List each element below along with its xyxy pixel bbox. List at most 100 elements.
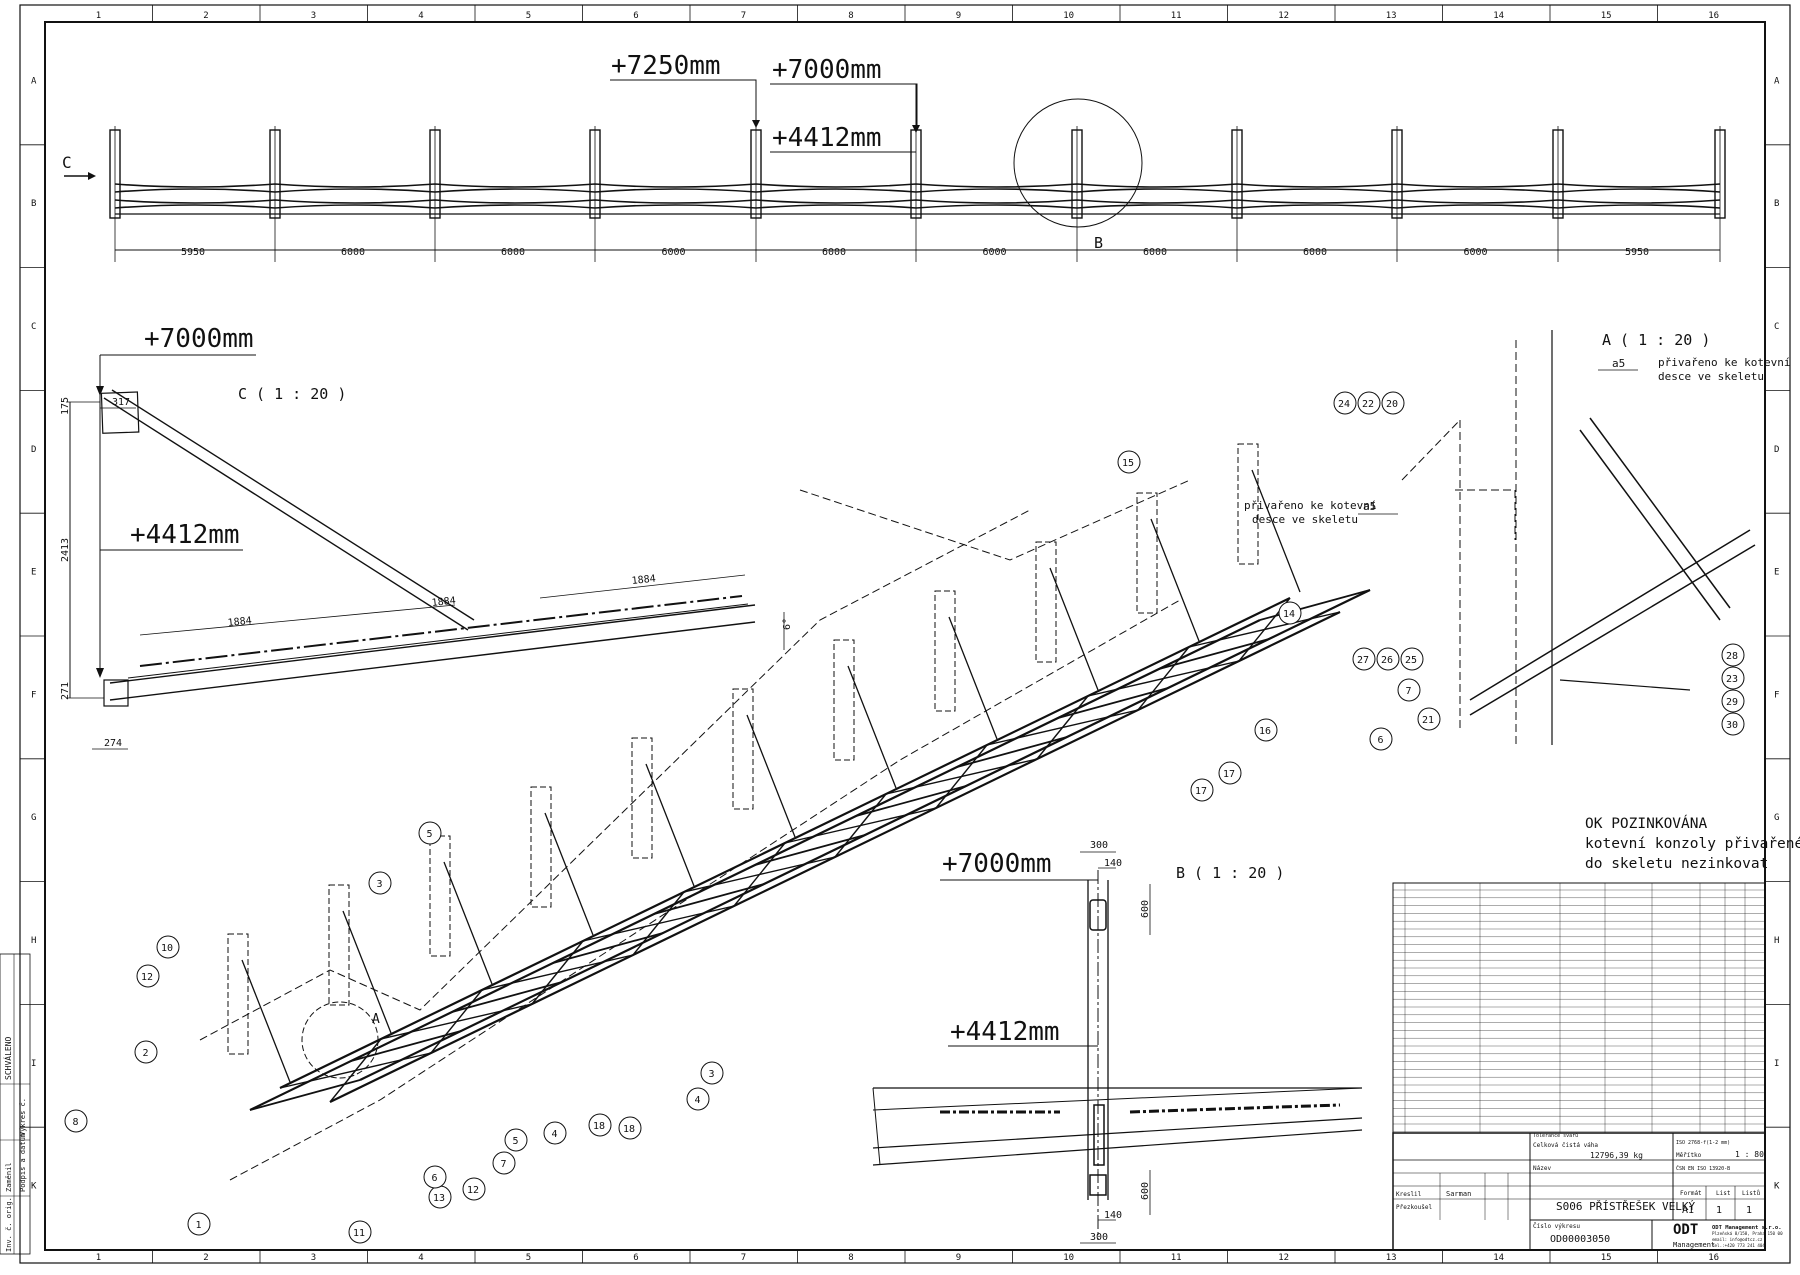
drawing-format: A1 [1682,1205,1694,1216]
part-balloon: 6 [1378,735,1384,746]
weld-note-1-line2: desce ve skeletu [1658,370,1764,383]
part-balloon: 2 [143,1048,149,1059]
part-balloon: 25 [1405,655,1417,666]
part-balloon: 16 [1259,726,1271,737]
grid-row-left: K [31,1182,37,1192]
dim-1884-a: 1884 [227,616,252,629]
detail-c-elevation-top: +7000mm [144,324,254,354]
part-balloon: 21 [1422,715,1434,726]
part-balloon: 27 [1357,655,1369,666]
part-balloon: 11 [353,1228,365,1239]
grid-row-left: H [31,936,36,946]
side-label-drawing-no: Výkres č. [19,1098,27,1136]
part-balloon: 20 [1386,399,1398,410]
part-balloon: 13 [433,1193,445,1204]
part-balloon: 3 [377,879,383,890]
grid-row-right: D [1774,445,1779,455]
grid-col-top: 12 [1278,11,1289,21]
part-balloon: 7 [1406,686,1412,697]
galvanizing-note: OK POZINKOVÁNA kotevní konzoly přivařené… [1585,814,1800,874]
detail-label-a: A [372,1012,380,1027]
company-logo-sub: Management [1673,1241,1715,1249]
company-email: email: info@odtcz.cz [1712,1237,1763,1242]
grid-col-bottom: 7 [741,1253,746,1263]
part-balloon: 5 [427,829,433,840]
part-balloon: 7 [501,1159,507,1170]
grid-col-bottom: 13 [1386,1253,1397,1263]
part-balloon: 22 [1362,399,1374,410]
grid-col-bottom: 5 [526,1253,531,1263]
part-balloon: 30 [1726,720,1738,731]
grid-row-left: A [31,76,37,86]
label-mass: Celková čistá váha [1533,1142,1598,1149]
grid-col-top: 6 [633,11,638,21]
span-dimension: 5950 [1625,247,1649,258]
grid-col-bottom: 12 [1278,1253,1289,1263]
detail-c-title: C ( 1 : 20 ) [238,385,346,403]
grid-col-top: 5 [526,11,531,21]
grid-row-left: E [31,568,36,578]
grid-col-bottom: 1 [96,1253,101,1263]
grid-col-top: 11 [1171,11,1182,21]
drawing-name: S006 PŘÍSTŘEŠEK VELKÝ [1556,1200,1695,1213]
span-dimension: 6000 [341,247,365,258]
grid-col-bottom: 2 [203,1253,208,1263]
grid-col-top: 15 [1601,11,1612,21]
side-stamp: SCHVÁLENO Výkres č. Podpis a datum Zaměn… [0,953,31,1255]
grid-row-left: B [31,199,36,209]
weld-note-2-line2: desce ve skeletu [1252,513,1358,526]
grid-col-top: 7 [741,11,746,21]
part-balloon: 5 [513,1136,519,1147]
elevation-4412: +4412mm [772,123,882,153]
view-marker-c: C [62,153,72,172]
span-dimension: 5950 [181,247,205,258]
drawing-scale: 1 : 80 [1735,1150,1764,1159]
grid-col-top: 8 [848,11,853,21]
label-checked: Přezkoušel [1396,1204,1433,1211]
grid-col-bottom: 8 [848,1253,853,1263]
span-dimension: 6000 [1303,247,1327,258]
grid-row-right: H [1774,936,1779,946]
detail-b-elevation-bottom: +4412mm [950,1017,1060,1047]
grid-col-top: 16 [1708,11,1719,21]
grid-row-left: C [31,322,36,332]
grid-row-right: K [1774,1182,1780,1192]
part-balloon: 1 [196,1220,202,1231]
part-balloon: 8 [73,1117,79,1128]
grid-col-bottom: 6 [633,1253,638,1263]
part-balloon: 15 [1122,458,1134,469]
sheet-number: 1 [1716,1205,1722,1216]
grid-col-top: 3 [311,11,316,21]
grid-col-bottom: 10 [1063,1253,1074,1263]
part-balloon: 14 [1283,609,1295,620]
company-phone: tel.:+420 773 241 404 [1712,1243,1765,1248]
section-circle-b [1013,98,1143,228]
label-sheet: List [1716,1190,1731,1197]
detail-a-view: A ( 1 : 20 ) a5 přivařeno ke kotevní des… [1244,330,1790,751]
detail-b-view: B ( 1 : 20 ) +7000mm +4412mm 300 140 600… [872,840,1363,1244]
company-logo: ODT [1673,1222,1698,1238]
grid-col-bottom: 3 [311,1253,316,1263]
outer-frame [19,4,1791,1264]
dim-600-b: 600 [1140,1182,1151,1200]
dim-2413: 2413 [60,538,71,562]
label-number: Číslo výkresu [1533,1223,1580,1230]
grid-col-top: 9 [956,11,961,21]
dim-600-a: 600 [1140,900,1151,918]
part-balloon: 3 [709,1069,715,1080]
dim-175: 175 [60,397,71,415]
grid-col-top: 13 [1386,11,1397,21]
part-balloon: 26 [1381,655,1393,666]
grid-row-right: A [1774,76,1780,86]
grid-row-left: I [31,1059,36,1069]
span-dimension: 6000 [1464,247,1488,258]
detail-b-elevation-top: +7000mm [942,849,1052,879]
grid-row-left: F [31,690,36,700]
weld-a5-2: a5 [1363,500,1376,513]
grid-col-top: 14 [1493,11,1504,21]
part-balloon: 10 [161,943,173,954]
side-label-signature: Podpis a datum [19,1133,27,1192]
